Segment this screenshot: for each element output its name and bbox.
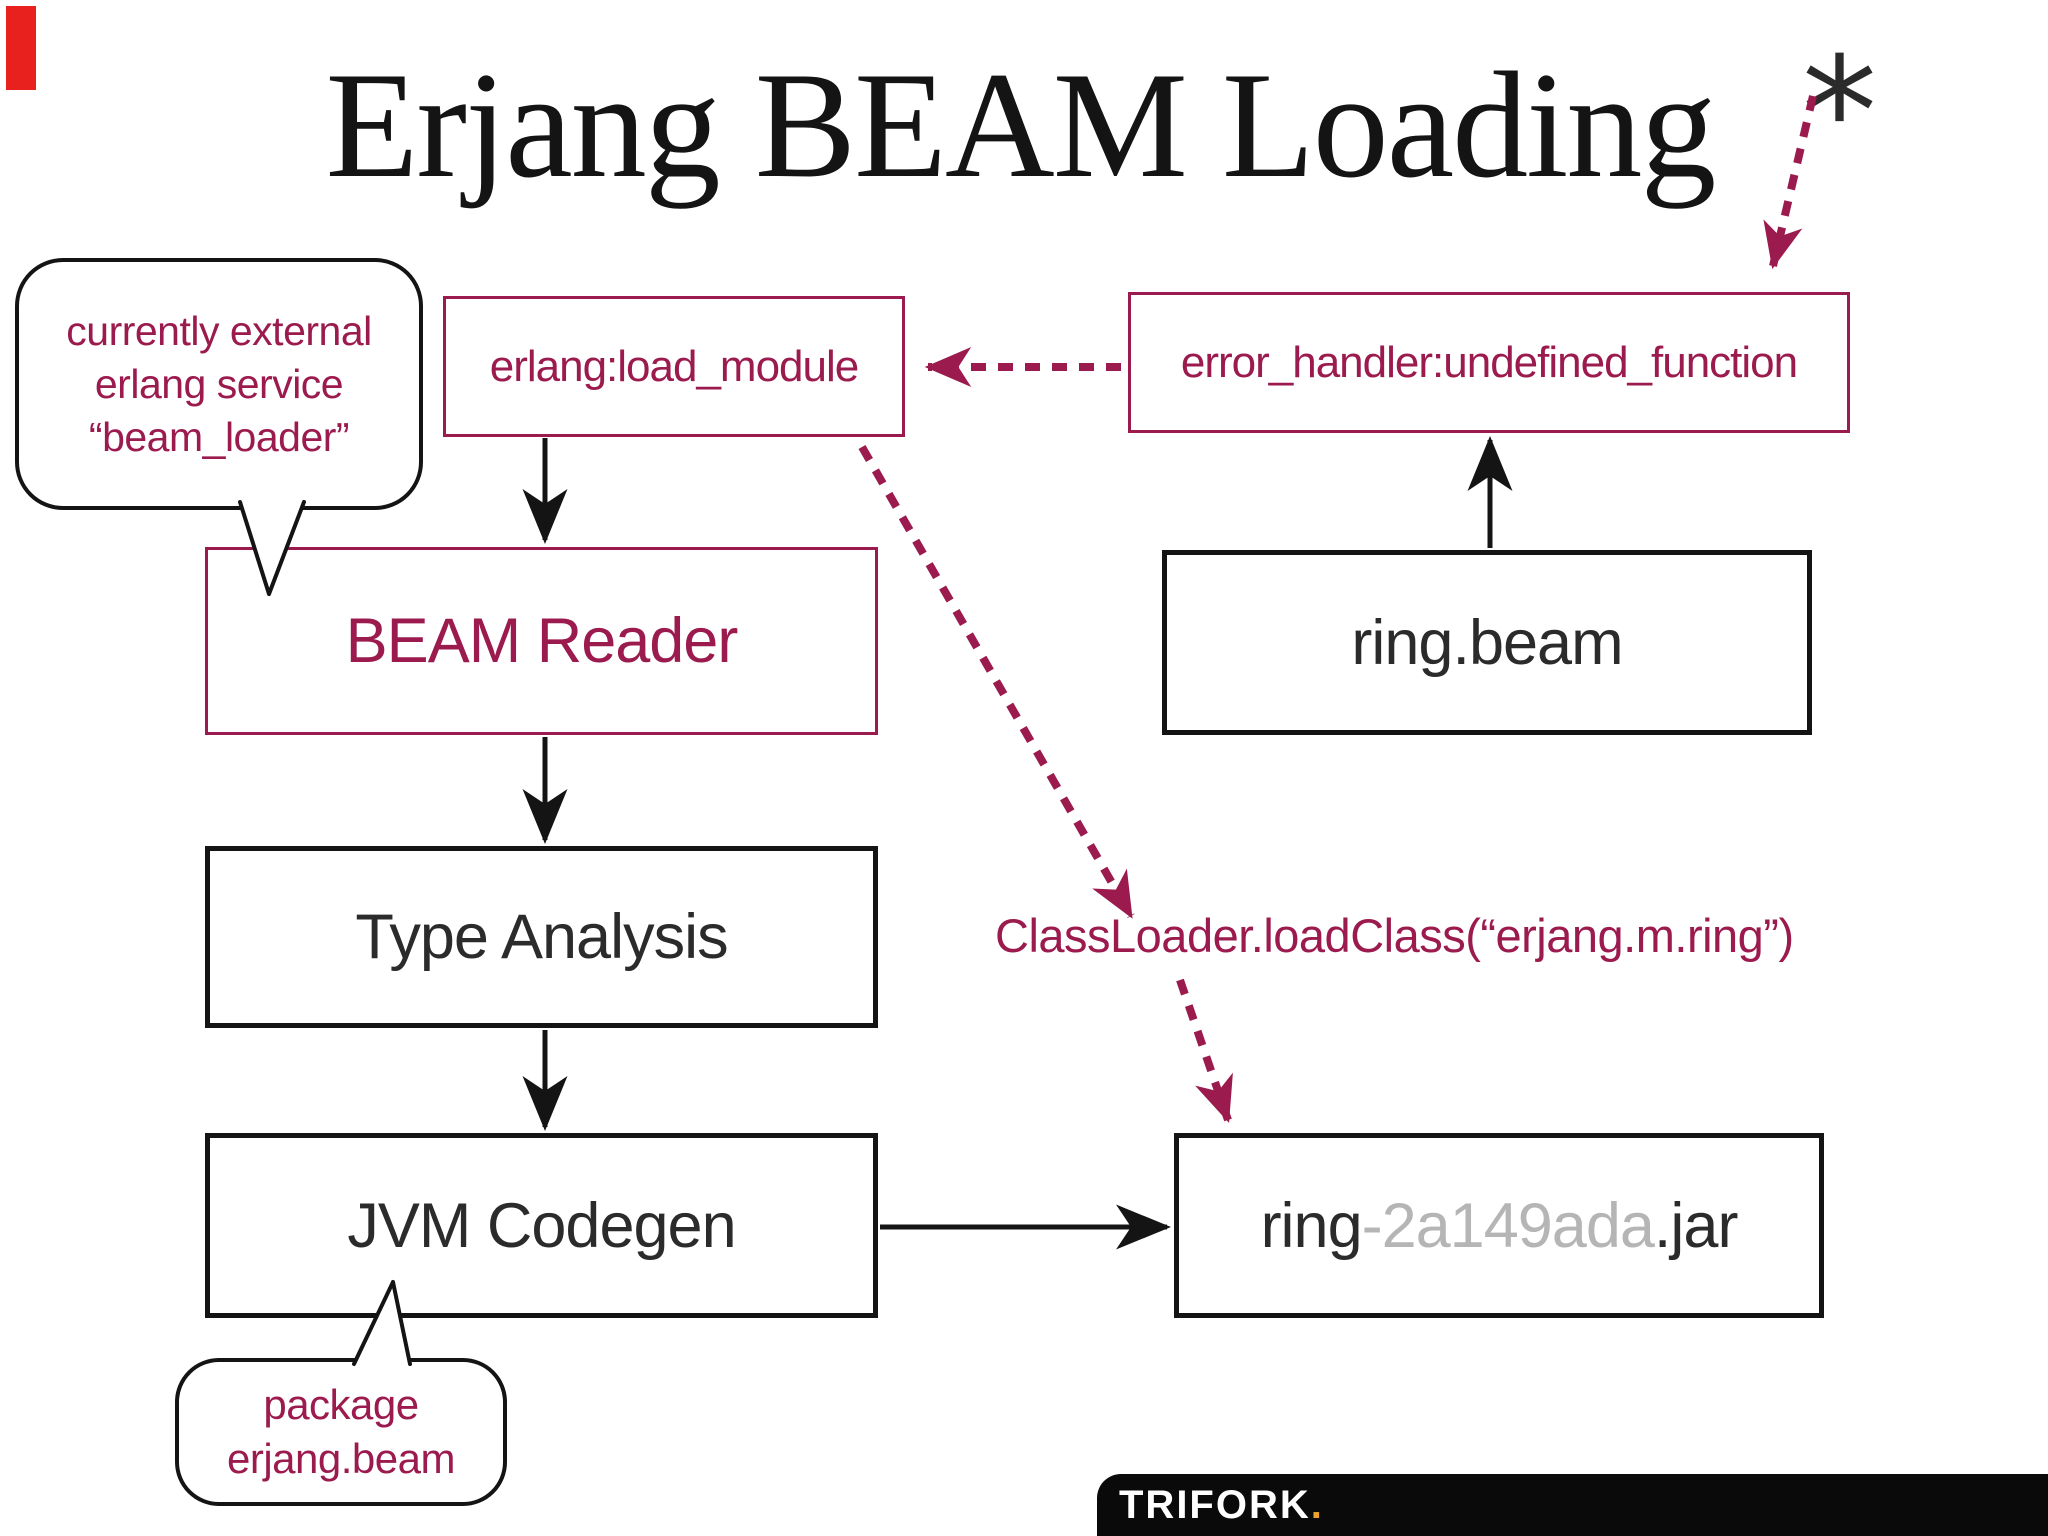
node-beam-reader-label: BEAM Reader	[345, 606, 739, 676]
callout-beam-loader-line3: “beam_loader”	[88, 413, 350, 460]
node-jvm-codegen-label: JVM Codegen	[347, 1190, 736, 1261]
node-type-analysis-label: Type Analysis	[355, 902, 728, 972]
arrow-classloader-call-to-ringjar	[1176, 978, 1233, 1124]
callout-beam-loader-line2: erlang service	[94, 360, 344, 407]
callout-beam-loader: currently external erlang service “beam_…	[15, 258, 423, 510]
node-ring-jar: ring-2a149ada.jar	[1174, 1133, 1824, 1318]
node-ring-beam: ring.beam	[1162, 550, 1812, 735]
node-error-handler: error_handler:undefined_function	[1128, 292, 1850, 433]
node-ring-beam-label: ring.beam	[1351, 607, 1623, 678]
node-beam-reader: BEAM Reader	[205, 547, 878, 735]
callout-package-line2: erjang.beam	[227, 1435, 455, 1482]
callout-package-erjang-beam: package erjang.beam	[175, 1358, 507, 1506]
trifork-logo-bar: TRIFORK.	[1097, 1474, 2048, 1536]
trifork-brand-text: TRIFORK	[1119, 1483, 1311, 1527]
trifork-brand-dot: .	[1310, 1483, 1322, 1527]
node-error-handler-label: error_handler:undefined_function	[1180, 337, 1798, 387]
node-erlang-load-module: erlang:load_module	[443, 296, 905, 437]
footnote-asterisk-icon: *	[1802, 26, 1877, 200]
node-ring-jar-label: ring-2a149ada.jar	[1260, 1190, 1739, 1262]
jar-name-prefix: ring	[1260, 1190, 1363, 1261]
corner-red-marker	[6, 6, 36, 90]
arrow-loadmodule-to-classloader-call	[858, 445, 1135, 919]
jar-name-suffix: .jar	[1653, 1190, 1739, 1261]
node-type-analysis: Type Analysis	[205, 846, 878, 1028]
callout-package-line1: package	[263, 1381, 419, 1428]
callout-beam-loader-line1: currently external	[66, 307, 372, 354]
slide-title: Erjang BEAM Loading	[325, 41, 1717, 209]
node-erlang-load-module-label: erlang:load_module	[489, 341, 860, 391]
classloader-call-label: ClassLoader.loadClass(“erjang.m.ring”)	[995, 909, 1794, 962]
jar-hash: -2a149ada	[1361, 1190, 1655, 1261]
node-jvm-codegen: JVM Codegen	[205, 1133, 878, 1318]
